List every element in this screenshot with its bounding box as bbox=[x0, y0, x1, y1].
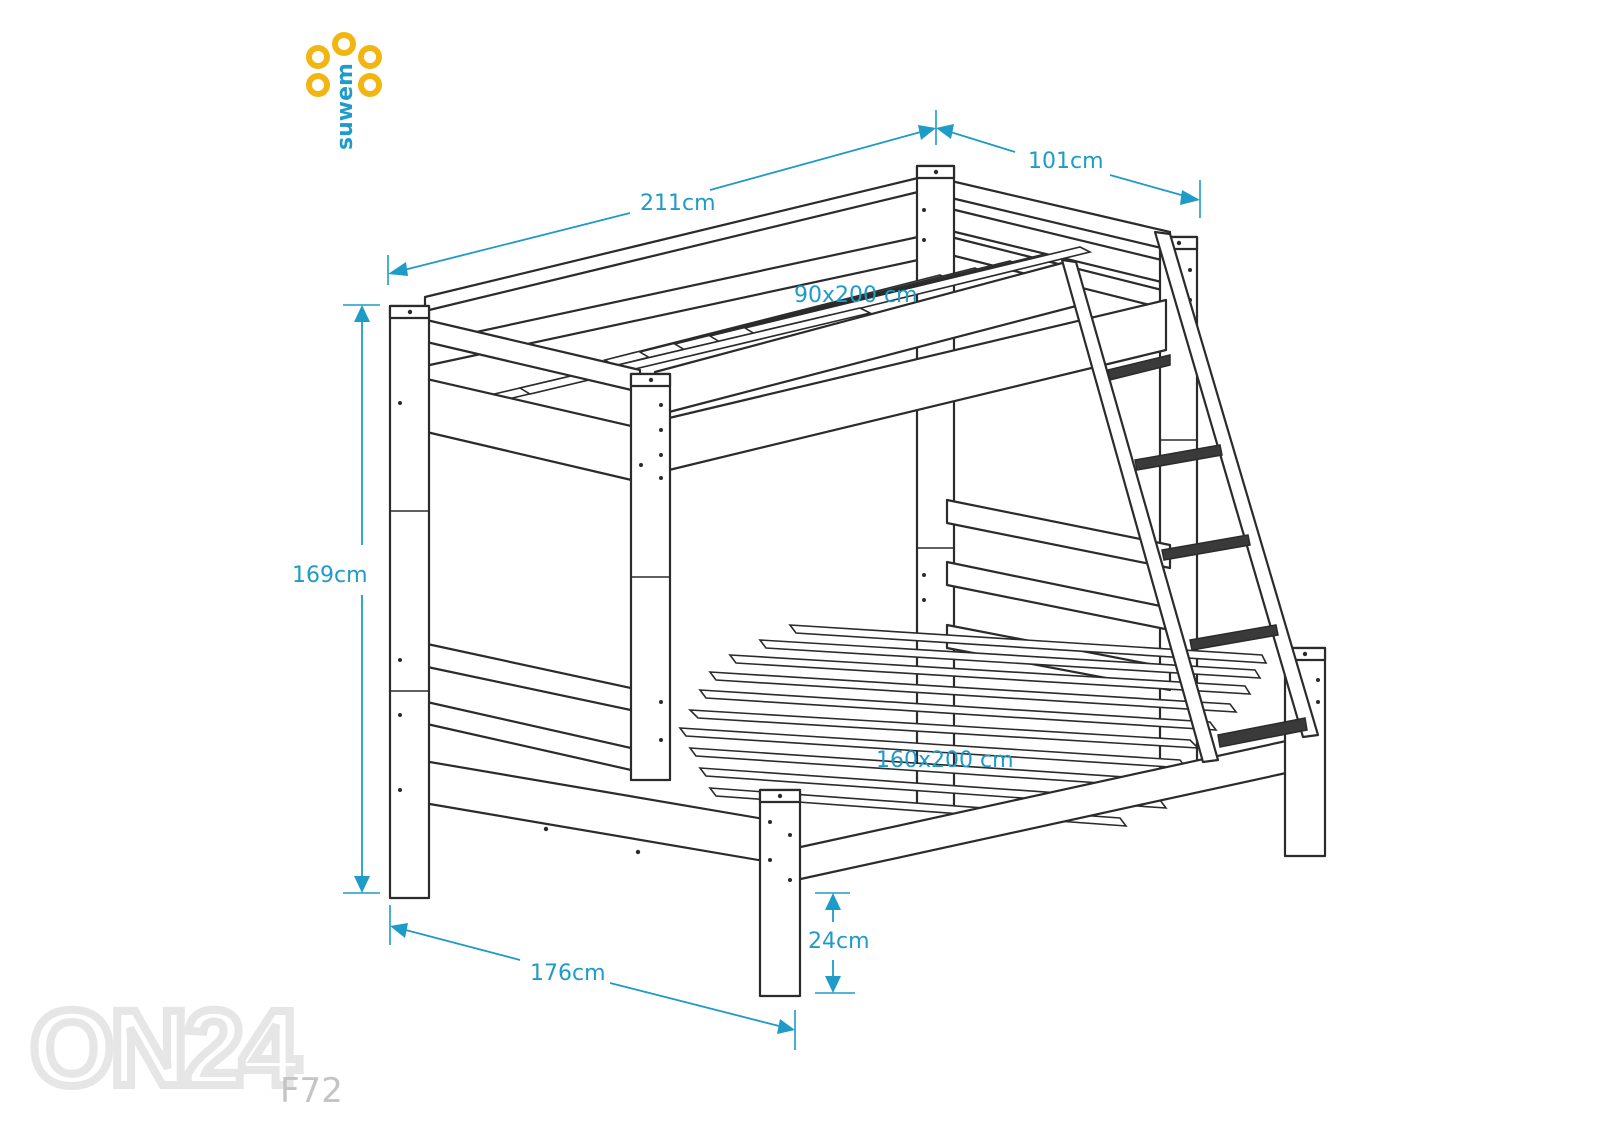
watermark: ON24 F72 bbox=[26, 983, 343, 1112]
back-frame bbox=[423, 164, 1199, 808]
logo-circle-right bbox=[358, 45, 382, 69]
logo-circle-lower-left bbox=[306, 73, 330, 97]
logo-text: suwem bbox=[333, 63, 358, 150]
logo-circle-lower-right bbox=[358, 73, 382, 97]
dimensions: 211cm 101cm 169cm 176cm 24cm 90x200 bbox=[292, 110, 1201, 1050]
upper-mattress-label: 90x200 cm bbox=[794, 283, 918, 308]
dimension-clearance-label: 24cm bbox=[808, 929, 870, 954]
front-posts bbox=[388, 304, 802, 998]
dimension-width-label: 176cm bbox=[530, 961, 606, 986]
lower-mattress-label: 160x200 cm bbox=[876, 748, 1014, 773]
dimension-length-label: 211cm bbox=[640, 191, 716, 216]
logo-circle-left bbox=[306, 45, 330, 69]
dimension-depth-label: 101cm bbox=[1028, 149, 1104, 174]
watermark-text: ON24 bbox=[30, 987, 300, 1108]
brand-logo: suwem bbox=[306, 32, 382, 150]
ladder bbox=[1060, 230, 1320, 764]
logo-circle-top bbox=[332, 32, 356, 56]
dimension-height-label: 169cm bbox=[292, 563, 368, 588]
lower-bed-frame bbox=[416, 640, 1327, 882]
upper-bed-frame bbox=[416, 260, 1168, 484]
watermark-code: F72 bbox=[280, 1071, 343, 1111]
